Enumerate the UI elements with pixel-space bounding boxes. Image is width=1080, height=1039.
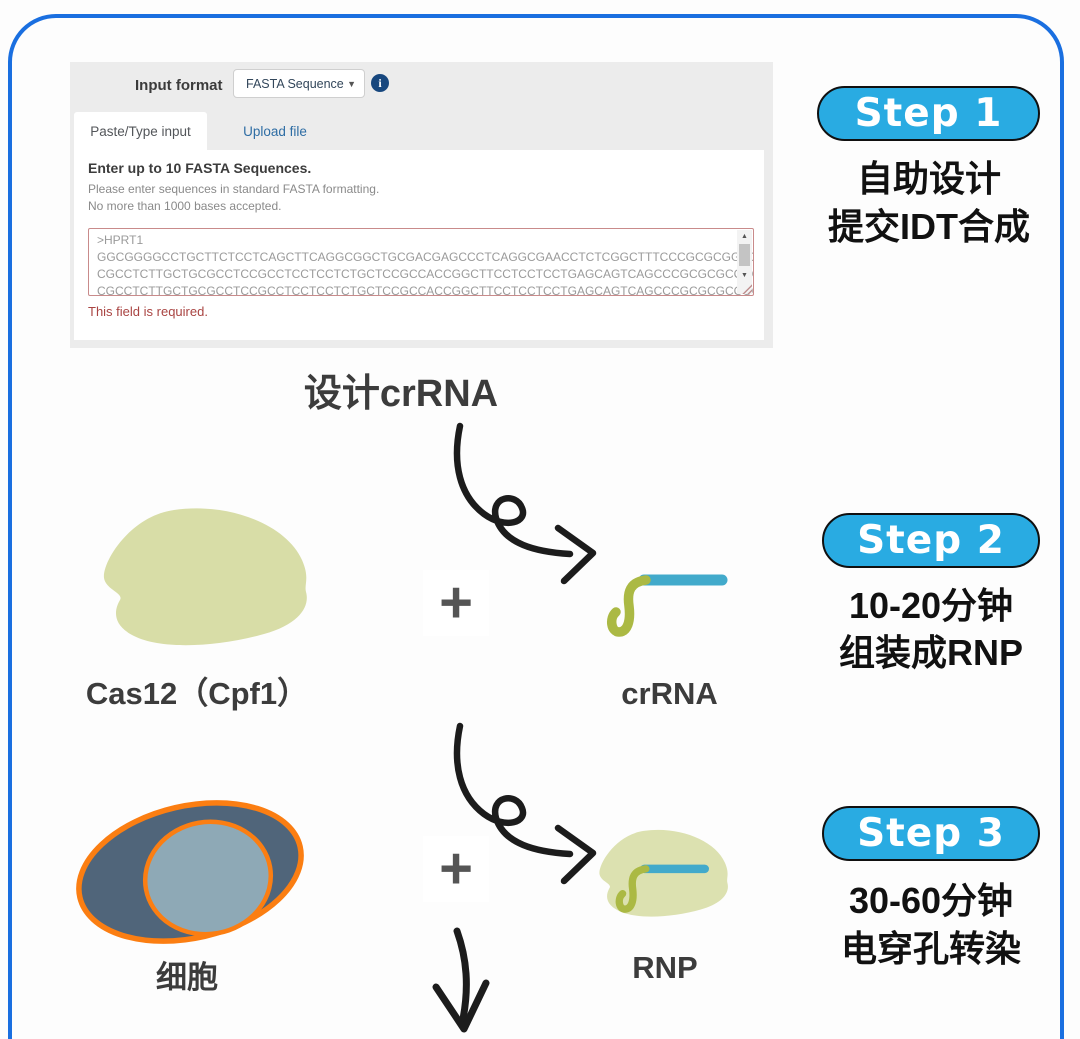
step-3-badge: Step 3: [822, 806, 1040, 861]
tab-upload-file[interactable]: Upload file: [243, 123, 307, 139]
plus-sign-2: +: [423, 836, 489, 902]
step-2-caption-line-1: 10-20分钟: [848, 585, 1014, 626]
sequence-input-wrap: >HPRT1 GGCGGGGCCTGCTTCTCCTCAGCTTCAGGCGGC…: [88, 228, 754, 296]
crrna-icon: [607, 574, 728, 637]
tab-paste-type-input[interactable]: Paste/Type input: [74, 112, 207, 150]
panel-instruction-1: Please enter sequences in standard FASTA…: [88, 182, 380, 196]
scroll-down-icon[interactable]: ▼: [741, 272, 748, 279]
chevron-down-icon: ▼: [347, 78, 356, 89]
input-format-selected-value: FASTA Sequence: [246, 76, 344, 91]
step-1-caption-line-2: 提交IDT合成: [828, 206, 1030, 247]
rnp-label: RNP: [632, 950, 698, 985]
textarea-scrollbar[interactable]: ▲ ▼: [737, 230, 752, 294]
cell-label: 细胞: [156, 960, 218, 995]
step-1-caption-line-1: 自助设计: [856, 158, 1001, 199]
input-format-select[interactable]: FASTA Sequence ▼: [233, 69, 365, 98]
design-crrna-label: 设计crRNA: [303, 373, 499, 415]
info-icon[interactable]: i: [371, 74, 389, 92]
step-3-caption-line-1: 30-60分钟: [848, 880, 1014, 921]
cas12-protein-blob: [103, 508, 307, 646]
input-format-label: Input format: [135, 77, 223, 94]
validation-error: This field is required.: [88, 304, 208, 319]
step-3-caption-line-2: 电穿孔转染: [840, 928, 1021, 969]
crrna-design-form: Input format FASTA Sequence ▼ i Paste/Ty…: [70, 62, 773, 348]
panel-instruction-2: No more than 1000 bases accepted.: [88, 199, 282, 213]
curly-arrow-down-right-icon: [453, 422, 597, 585]
crrna-in-rnp-icon: [615, 864, 709, 913]
scroll-up-icon[interactable]: ▲: [741, 233, 748, 240]
step-1-badge: Step 1: [817, 86, 1040, 141]
crrna-label: crRNA: [621, 676, 718, 711]
scrollbar-thumb[interactable]: [739, 244, 750, 266]
curly-arrow-down-right-icon: [453, 722, 597, 885]
cell-illustration: [76, 800, 304, 944]
panel-heading: Enter up to 10 FASTA Sequences.: [88, 160, 312, 176]
down-arrow-icon: [432, 927, 490, 1033]
fasta-sequence-input[interactable]: >HPRT1 GGCGGGGCCTGCTTCTCCTCAGCTTCAGGCGGC…: [88, 228, 754, 296]
cas12-label: Cas12（Cpf1）: [85, 676, 309, 711]
step-2-caption-line-2: 组装成RNP: [838, 632, 1023, 673]
step-2-badge: Step 2: [822, 513, 1040, 568]
paste-input-panel: Enter up to 10 FASTA Sequences. Please e…: [74, 150, 764, 340]
plus-sign-1: +: [423, 570, 489, 636]
